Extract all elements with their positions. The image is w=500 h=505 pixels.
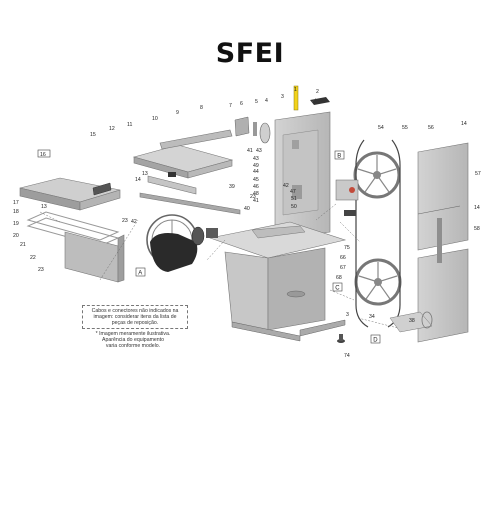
callout-58: 58 — [474, 226, 480, 232]
callout-75: 75 — [344, 245, 350, 251]
leader-lines — [39, 97, 399, 329]
motor-assembly — [146, 214, 218, 272]
callout-32: 23 — [38, 267, 44, 273]
callout-18: 18 — [13, 209, 19, 215]
callout-43a: 43 — [256, 148, 262, 154]
callout-14b: 14 — [135, 177, 141, 183]
callout-44: 44 — [253, 169, 259, 175]
illustrative-note-line: * Imagem meramente ilustrativa. — [95, 331, 171, 337]
callout-20: 20 — [13, 233, 19, 239]
callout-66: 66 — [340, 255, 346, 261]
door-panels — [417, 142, 469, 343]
callout-9: 9 — [176, 110, 179, 116]
detail-box-c: C — [332, 282, 343, 292]
callout-48: 48 — [253, 191, 259, 197]
callout-46: 46 — [253, 184, 259, 190]
callout-38: 38 — [409, 318, 415, 324]
parts-note-line: peças de reposição. — [111, 320, 159, 326]
callout-23: 23 — [122, 218, 128, 224]
callout-68: 68 — [336, 275, 342, 281]
callout-5: 5 — [255, 99, 258, 105]
callout-3b: 3 — [346, 312, 349, 318]
callout-40: 40 — [244, 206, 250, 212]
callout-41a: 41 — [247, 148, 253, 154]
callout-45: 45 — [253, 177, 259, 183]
callout-57: 57 — [475, 171, 481, 177]
detail-d-parts — [389, 311, 433, 333]
detail-box-d: D — [370, 334, 381, 344]
callout-43b: 43 — [253, 156, 259, 162]
parts-note-line: Cabos e conectores não indicados na — [91, 308, 179, 314]
callout-13: 13 — [142, 171, 148, 177]
callout-7: 7 — [229, 103, 232, 109]
callout-11: 11 — [127, 122, 132, 128]
part-callouts: 16 15 12 11 10 9 8 7 6 5 4 3 1 2 13 17 1… — [13, 87, 481, 359]
callout-42a: 42 — [131, 219, 137, 225]
callout-4: 4 — [265, 98, 268, 104]
callout-41b: 41 — [253, 198, 259, 204]
electrical-parts — [335, 179, 359, 216]
callout-22: 22 — [30, 255, 36, 261]
svg-text:A: A — [138, 271, 142, 277]
main-table-assembly — [132, 129, 241, 215]
callout-14d: 14 — [474, 205, 480, 211]
lower-wheel — [354, 258, 402, 306]
callout-14a: 13 — [41, 204, 47, 210]
callout-54: 54 — [378, 125, 384, 131]
foot-part — [337, 334, 345, 343]
illustrative-note: * Imagem meramente ilustrativa. Aparênci… — [88, 331, 178, 349]
callout-56: 56 — [428, 125, 434, 131]
upper-guide-parts — [234, 116, 271, 144]
callout-16: 16 — [40, 152, 46, 158]
callout-15: 15 — [90, 132, 96, 138]
svg-text:B: B — [337, 154, 341, 160]
callout-47: 47 — [290, 189, 296, 195]
callout-42b: 42 — [283, 183, 289, 189]
upper-wheel — [353, 151, 401, 199]
callout-12: 12 — [109, 126, 115, 132]
callout-34: 34 — [369, 314, 375, 320]
callout-50: 50 — [291, 204, 297, 210]
callout-21: 21 — [20, 242, 26, 248]
callout-10: 10 — [152, 116, 158, 122]
callout-74: 74 — [344, 353, 350, 359]
callout-17: 17 — [13, 200, 19, 206]
lower-cabinet — [208, 221, 347, 342]
detail-box-b: B — [334, 150, 345, 160]
svg-text:D: D — [373, 338, 378, 344]
callout-55: 55 — [402, 125, 408, 131]
callout-8: 8 — [200, 105, 203, 111]
illustrative-note-line: varia conforme modelo. — [105, 343, 161, 349]
callout-14c: 14 — [461, 121, 467, 127]
left-table-assembly — [19, 177, 125, 283]
callout-6: 6 — [240, 101, 243, 107]
box-16 — [37, 149, 51, 158]
svg-text:C: C — [335, 286, 340, 292]
parts-note: Cabos e conectores não indicados na imag… — [82, 305, 188, 329]
detail-box-a: A — [135, 267, 146, 277]
callout-67: 67 — [340, 265, 346, 271]
illustrative-note-line: Aparência do equipamento — [101, 337, 164, 343]
parts-note-line: imagem: considerar itens da lista de — [93, 314, 177, 320]
callout-1: 1 — [294, 87, 297, 93]
callout-19: 19 — [13, 221, 19, 227]
page-title: SFEI — [215, 38, 285, 69]
callout-3: 3 — [281, 94, 284, 100]
callout-23b: 23 — [250, 194, 256, 200]
main-column — [274, 85, 331, 241]
callout-49: 49 — [253, 163, 259, 169]
callout-2: 2 — [316, 89, 319, 95]
callout-51: 51 — [291, 196, 297, 202]
callout-39: 39 — [229, 184, 235, 190]
